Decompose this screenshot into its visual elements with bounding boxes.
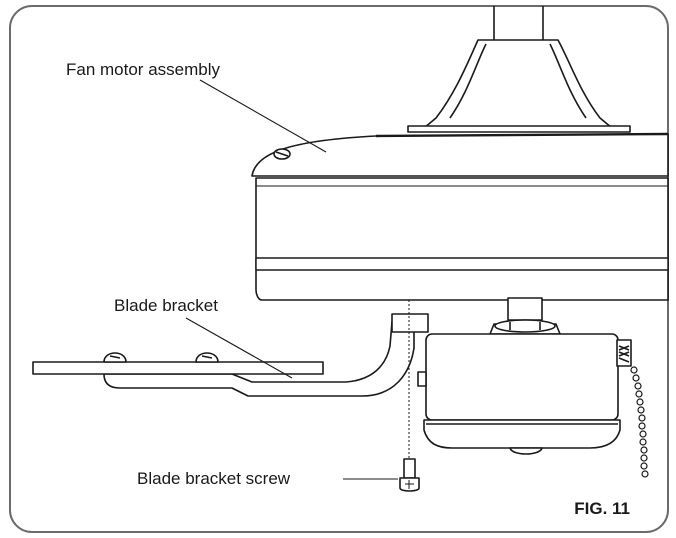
pull-chain-knob-icon [616,339,632,367]
motor-top-screw-icon [273,148,291,160]
lower-coupler [489,297,561,335]
fan-blade [32,361,324,375]
switch-housing [417,333,621,455]
motor-body [255,177,669,301]
blade-screw-icon [103,352,219,363]
blade-bracket-screw-icon [399,458,420,492]
downrod [493,6,544,40]
pull-chain [630,366,649,478]
blade-bracket [103,313,429,397]
figure-number: FIG. 11 [574,499,630,518]
fan-motor-assembly-label: Fan motor assembly [66,60,220,79]
blade-bracket-label: Blade bracket [114,296,218,315]
motor-cone [407,39,631,133]
bracket-leader-line [185,317,293,379]
motor-housing-top [251,133,669,177]
blade-bracket-screw-label: Blade bracket screw [137,469,291,488]
motor-leader-line [199,79,327,153]
